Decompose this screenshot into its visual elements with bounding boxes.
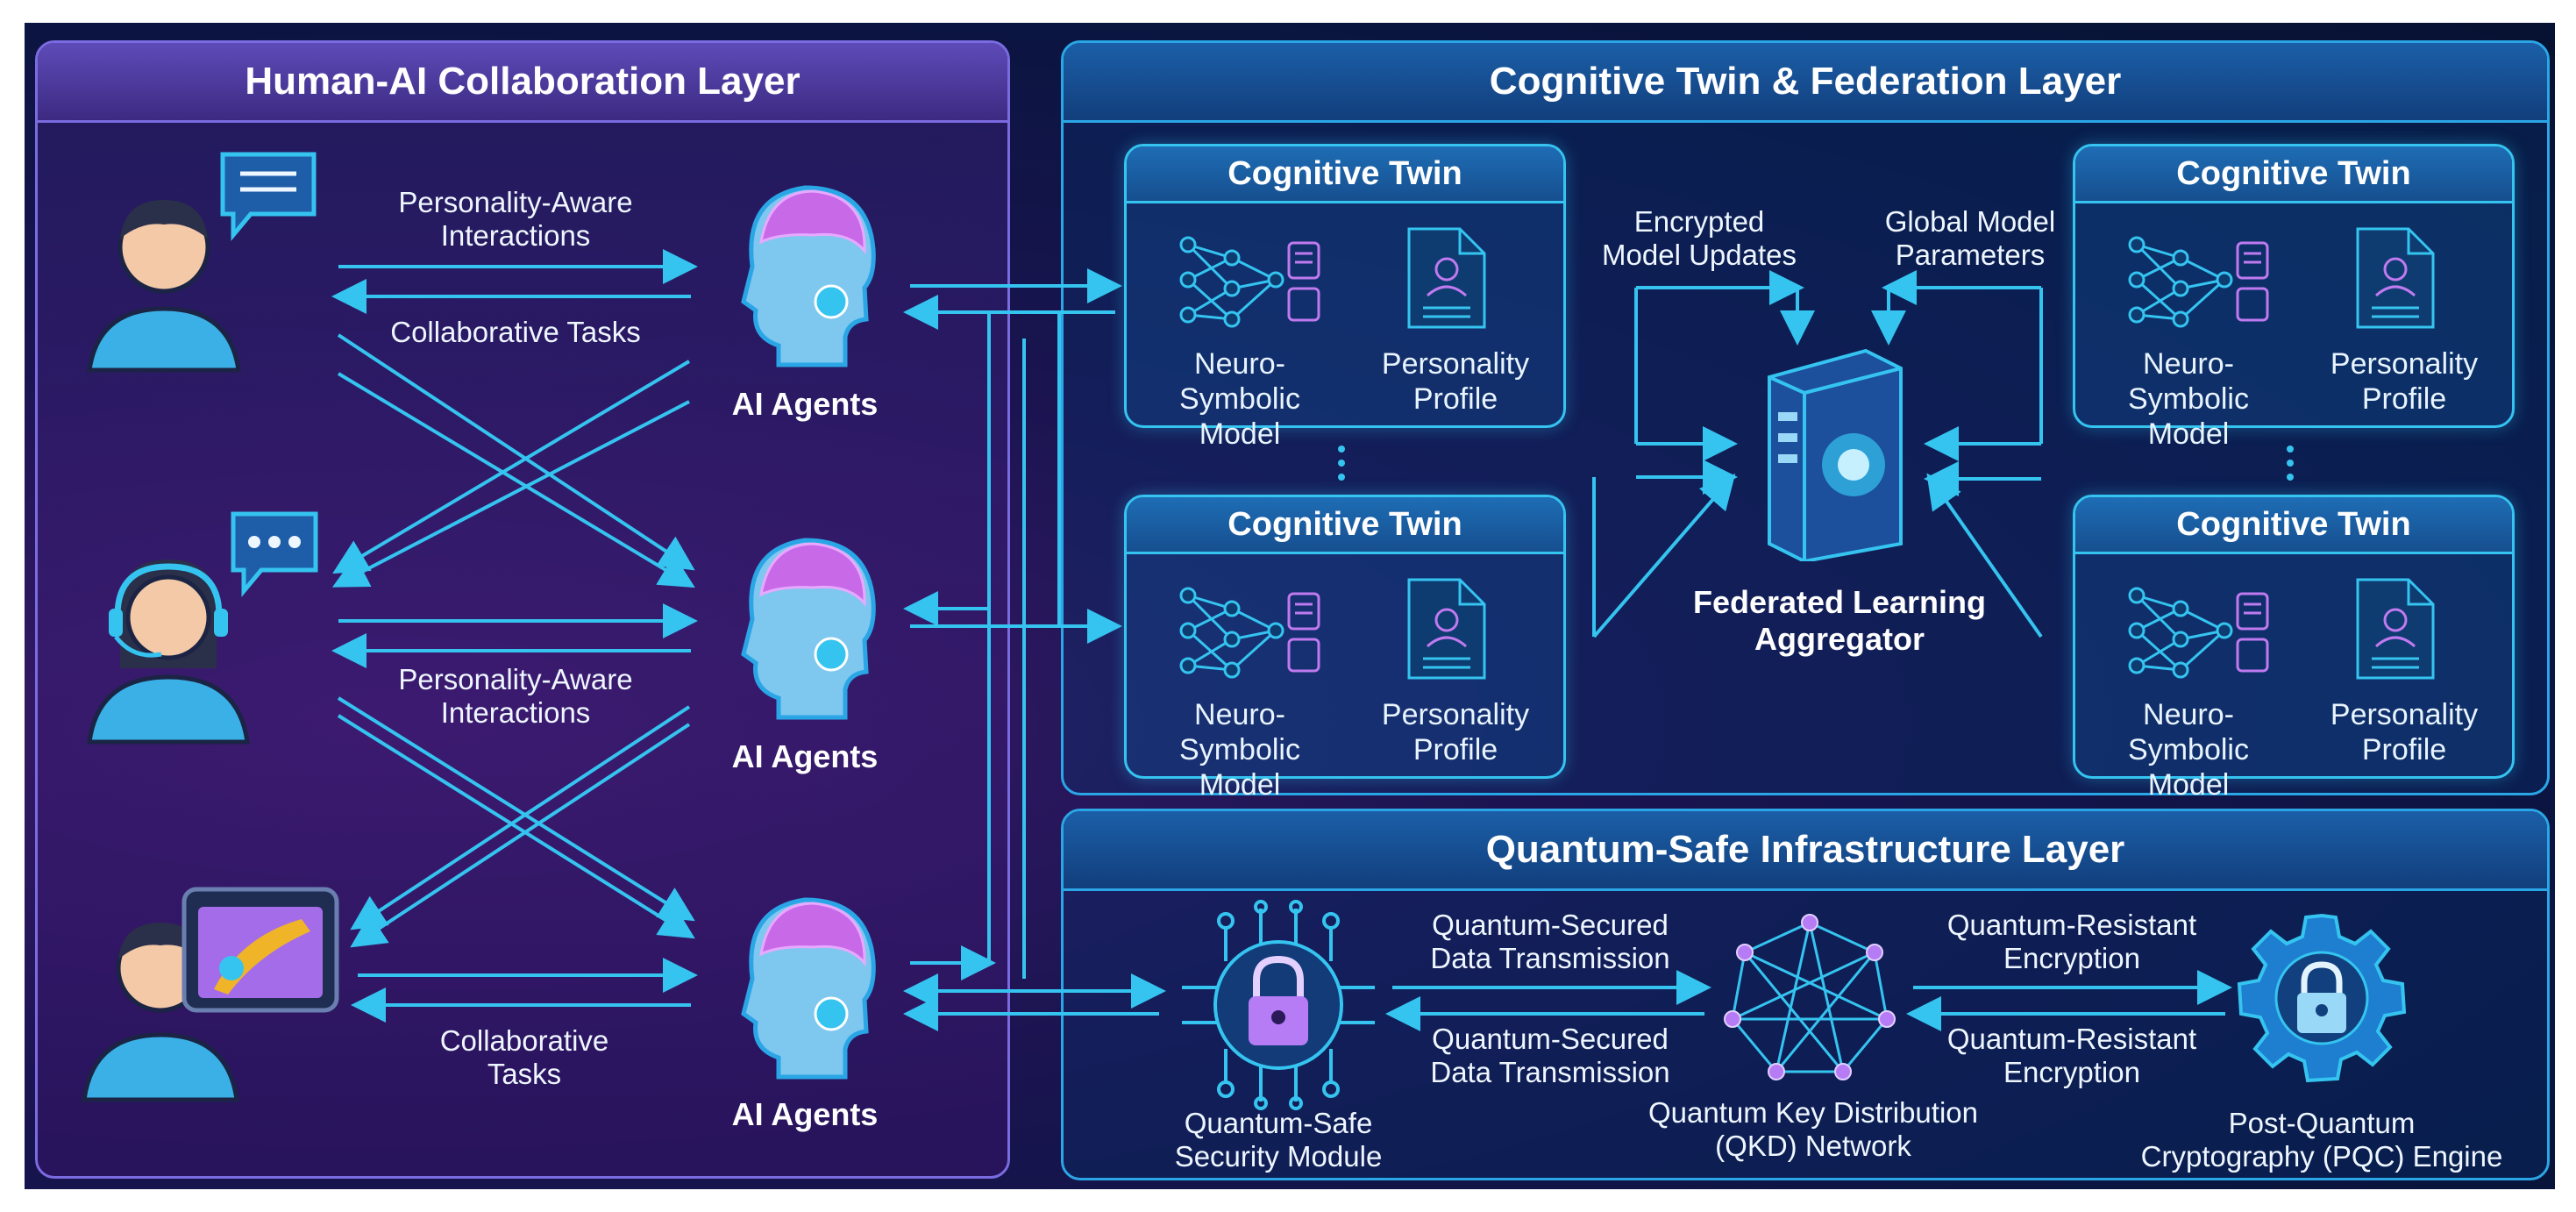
document-profile-icon xyxy=(1407,227,1486,329)
twin-title: Cognitive Twin xyxy=(2075,146,2512,203)
neural-network-icon xyxy=(1179,587,1320,679)
tablet-paint-icon xyxy=(181,887,339,1013)
headset-user-icon xyxy=(87,560,250,745)
ai-agents-label: AI Agents xyxy=(731,1096,879,1132)
user-icon xyxy=(82,923,239,1102)
ai-agents-label: AI Agents xyxy=(731,738,879,774)
server-icon xyxy=(1768,348,1903,561)
gear-lock-icon xyxy=(2237,913,2407,1083)
human-ai-layer-title: Human-AI Collaboration Layer xyxy=(38,43,1007,123)
qkd-network-label: Quantum Key Distribution(QKD) Network xyxy=(1647,1096,1978,1162)
ai-head-icon xyxy=(741,185,876,367)
chat-bubble-icon xyxy=(220,152,317,241)
cognitive-layer-title: Cognitive Twin & Federation Layer xyxy=(1064,43,2547,123)
connector-arrows xyxy=(331,249,2294,1031)
collaborative-tasks-label-top: Collaborative Tasks xyxy=(390,316,641,348)
document-profile-icon xyxy=(2356,578,2435,680)
chat-bubble-icon xyxy=(231,511,318,597)
document-profile-icon xyxy=(2356,227,2435,329)
user-icon xyxy=(87,200,241,373)
ai-head-icon xyxy=(741,897,876,1080)
quantum-layer-title: Quantum-Safe Infrastructure Layer xyxy=(1064,811,2547,891)
document-profile-icon xyxy=(1407,578,1486,680)
twin-title: Cognitive Twin xyxy=(1127,146,1563,203)
diagram-canvas: Human-AI Collaboration Layer Cognitive T… xyxy=(25,23,2555,1189)
network-node-icon xyxy=(1724,914,1896,1080)
neural-network-icon xyxy=(2128,236,2269,328)
neural-network-icon xyxy=(2128,587,2269,679)
lock-circuit-icon xyxy=(1182,900,1375,1110)
twin-title: Cognitive Twin xyxy=(1127,497,1563,554)
ai-head-icon xyxy=(741,538,876,720)
neural-network-icon xyxy=(1179,236,1320,328)
twin-title: Cognitive Twin xyxy=(2075,497,2512,554)
ai-agents-label: AI Agents xyxy=(731,386,879,422)
